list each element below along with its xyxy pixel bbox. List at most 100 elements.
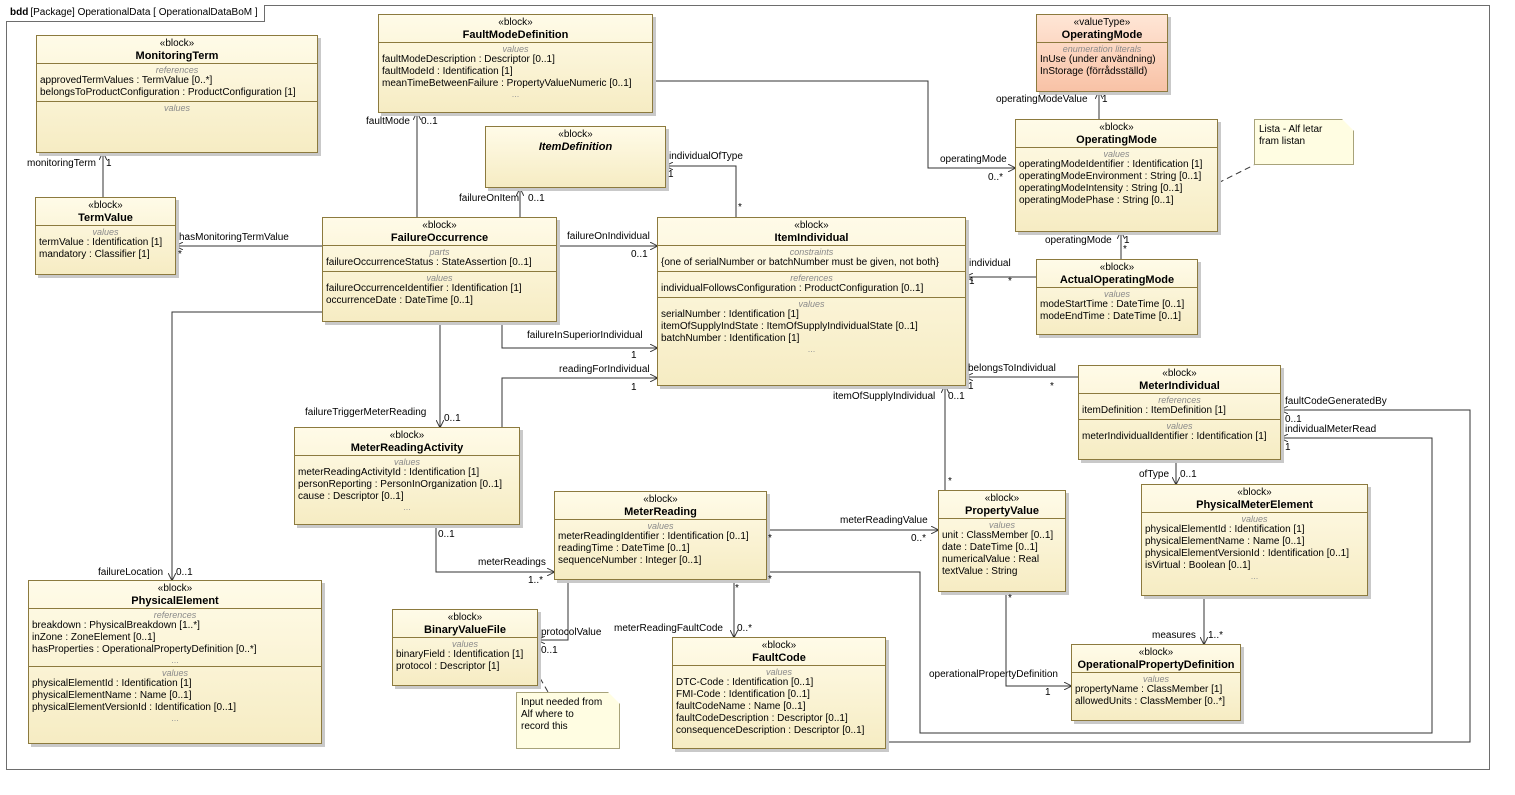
block-compartment: values xyxy=(37,101,317,115)
block-name: ActualOperatingMode xyxy=(1059,274,1175,286)
block-property: readingTime : DateTime [0..1] xyxy=(558,543,690,554)
block-stereotype: «block» xyxy=(159,38,195,49)
multiplicity-label: 0..1 xyxy=(631,249,648,260)
compartment-label: values xyxy=(161,668,188,678)
multiplicity-label: 0..* xyxy=(988,172,1004,183)
block-name: PhysicalElement xyxy=(131,595,219,607)
block-stereotype: «block» xyxy=(1237,487,1272,498)
block-name: TermValue xyxy=(78,212,133,224)
compartment-label: values xyxy=(798,299,825,309)
compartment-label: values xyxy=(393,457,420,467)
block-property: mandatory : Classifier [1] xyxy=(39,249,150,260)
block-property: physicalElementVersionId : Identificatio… xyxy=(1145,548,1350,559)
compartment-ellipsis: ... xyxy=(171,655,179,665)
block-stereotype: «block» xyxy=(1162,368,1197,379)
block-property: {one of serialNumber or batchNumber must… xyxy=(661,257,939,268)
block-compartment: constraints{one of serialNumber or batch… xyxy=(658,245,965,271)
compartment-label: values xyxy=(647,521,674,531)
multiplicity-label: * xyxy=(738,202,742,213)
role-label: itemOfSupplyIndividual xyxy=(833,391,936,402)
compartment-label: values xyxy=(502,44,529,54)
compartment-ellipsis: ... xyxy=(403,502,411,512)
multiplicity-label: * xyxy=(1123,244,1127,255)
block-itemDefinition[interactable]: «block»ItemDefinition xyxy=(485,126,666,188)
assoc-meter-readings xyxy=(435,525,554,572)
block-property: physicalElementId : Identification [1] xyxy=(32,678,192,689)
compartment-label: values xyxy=(1241,514,1268,524)
role-label: meterReadingValue xyxy=(840,515,928,526)
frame-title: [Package] OperationalData [ OperationalD… xyxy=(30,7,258,18)
role-label: faultCodeGeneratedBy xyxy=(1285,396,1387,407)
compartment-label: references xyxy=(1158,395,1201,405)
block-name: ItemIndividual xyxy=(774,232,849,244)
role-label: individual xyxy=(969,258,1011,269)
role-label: protocolValue xyxy=(541,627,602,638)
block-stereotype: «block» xyxy=(761,640,797,651)
role-label: ofType xyxy=(1139,469,1170,480)
multiplicity-label: * xyxy=(178,249,182,260)
role-label: monitoringTerm xyxy=(27,158,96,169)
block-stereotype: «block» xyxy=(794,220,829,231)
block-property: batchNumber : Identification [1] xyxy=(661,333,800,344)
block-property: failureOccurrenceIdentifier : Identifica… xyxy=(326,283,522,294)
compartment-label: references xyxy=(153,610,197,620)
block-property: date : DateTime [0..1] xyxy=(942,542,1038,553)
block-stereotype: «block» xyxy=(643,494,678,505)
role-label: meterReadings xyxy=(478,557,546,568)
block-property: isVirtual : Boolean [0..1] xyxy=(1145,560,1251,571)
block-property: physicalElementName : Name [0..1] xyxy=(1145,536,1305,547)
assoc-fault-code-generated-by xyxy=(886,410,1471,743)
block-name: ItemDefinition xyxy=(538,141,613,153)
multiplicity-label: * xyxy=(1050,381,1054,392)
compartment-label: values xyxy=(1142,674,1169,684)
compartment-label: values xyxy=(163,103,190,113)
compartment-label: parts xyxy=(429,247,450,257)
multiplicity-label: * xyxy=(768,533,772,544)
role-label: measures xyxy=(1152,630,1196,641)
block-property: allowedUnits : ClassMember [0..*] xyxy=(1075,696,1226,707)
block-property: InStorage (förrådsställd) xyxy=(1040,66,1148,77)
block-property: faultCodeDescription : Descriptor [0..1] xyxy=(676,713,848,724)
assoc-operating-mode xyxy=(653,80,1015,168)
block-name: BinaryValueFile xyxy=(424,624,506,636)
block-name: MeterReading xyxy=(624,506,697,518)
multiplicity-label: 1 xyxy=(1045,687,1051,698)
block-property: faultModeId : Identification [1] xyxy=(382,66,513,77)
block-name: OperatingMode xyxy=(1076,134,1157,146)
role-label: meterReadingFaultCode xyxy=(614,623,723,634)
block-name: PropertyValue xyxy=(965,505,1039,517)
block-stereotype: «block» xyxy=(498,17,533,28)
